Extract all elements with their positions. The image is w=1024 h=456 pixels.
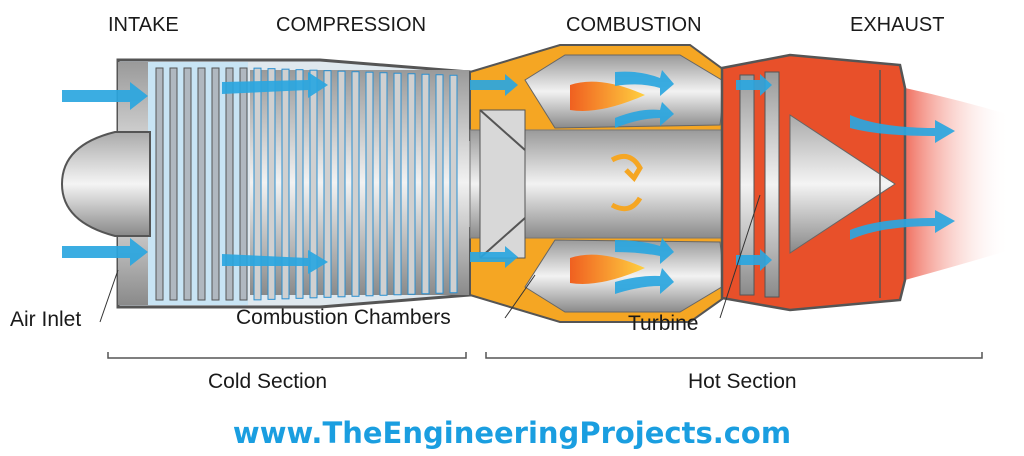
- compressor-blade: [393, 72, 402, 296]
- compressor-blade: [253, 67, 262, 301]
- turbine-label: Turbine: [628, 312, 699, 335]
- compressor-blade: [211, 67, 220, 301]
- airflow-arrow-icon: [470, 74, 518, 96]
- air-inlet-label: Air Inlet: [10, 308, 82, 331]
- compressor-blade: [351, 71, 360, 297]
- airflow-arrow-icon: [850, 210, 955, 240]
- compressor-blade: [169, 67, 178, 301]
- compressor-blade: [379, 72, 388, 296]
- turbine-stage-1: [739, 74, 755, 296]
- compressor-blade: [309, 69, 318, 299]
- rotation-arrow: [610, 153, 643, 183]
- stage-label-intake: INTAKE: [108, 14, 179, 36]
- compressor-blade: [281, 68, 290, 300]
- stage-label-compression: COMPRESSION: [276, 14, 427, 36]
- stage-label-exhaust: EXHAUST: [850, 14, 945, 36]
- turbine-leader: [719, 194, 761, 319]
- airflow-arrow-icon: [615, 70, 674, 96]
- airflow-arrow-icon: [736, 249, 772, 271]
- website-link[interactable]: www.TheEngineeringProjects.com: [232, 416, 792, 450]
- airflow-arrow-icon: [736, 74, 772, 96]
- flame-bottom: [570, 254, 645, 284]
- turbine-stage-2: [764, 71, 780, 298]
- hot-section-label: Hot Section: [688, 370, 797, 393]
- compressor-blade: [239, 67, 248, 301]
- hot-section-bracket: [485, 352, 983, 359]
- compressor-blade: [421, 73, 430, 295]
- airflow-arrow-icon: [62, 82, 148, 110]
- airflow-arrow-icon: [470, 246, 518, 268]
- exhaust-plume: [905, 88, 1010, 280]
- compressor-blade: [407, 73, 416, 295]
- compressor-blade: [267, 68, 276, 300]
- compressor-blade: [365, 71, 374, 297]
- cold-section-bracket: [107, 352, 467, 359]
- compressor-blades: [155, 67, 458, 301]
- compressor-blade: [435, 74, 444, 294]
- airflow-arrow-icon: [62, 238, 148, 266]
- airflow-arrow-icon: [222, 72, 328, 98]
- combustion-chambers-label: Combustion Chambers: [236, 306, 451, 329]
- airflow-arrow-icon: [615, 102, 674, 128]
- airflow-arrow-icon: [615, 268, 674, 294]
- stage-label-combustion: COMBUSTION: [566, 14, 702, 36]
- flame-top: [570, 81, 645, 111]
- airflow-arrow-icon: [615, 238, 674, 264]
- compressor-blade: [337, 70, 346, 298]
- compressor-blade: [295, 69, 304, 299]
- cold-section-label: Cold Section: [208, 370, 328, 393]
- compressor-blade: [197, 67, 206, 301]
- combustion-chambers-leader: [504, 274, 536, 319]
- compressor-blade: [225, 67, 234, 301]
- compressor-blade: [449, 74, 458, 294]
- airflow-arrow-icon: [222, 250, 328, 274]
- compressor-blade: [155, 67, 164, 301]
- exhaust-cone: [789, 114, 896, 254]
- airflow-arrows: [62, 70, 955, 294]
- nose-spinner: [60, 131, 151, 237]
- air-inlet-leader: [99, 269, 119, 323]
- airflow-arrow-icon: [850, 115, 955, 143]
- compressor-blade: [183, 67, 192, 301]
- compressor-blade: [323, 70, 332, 298]
